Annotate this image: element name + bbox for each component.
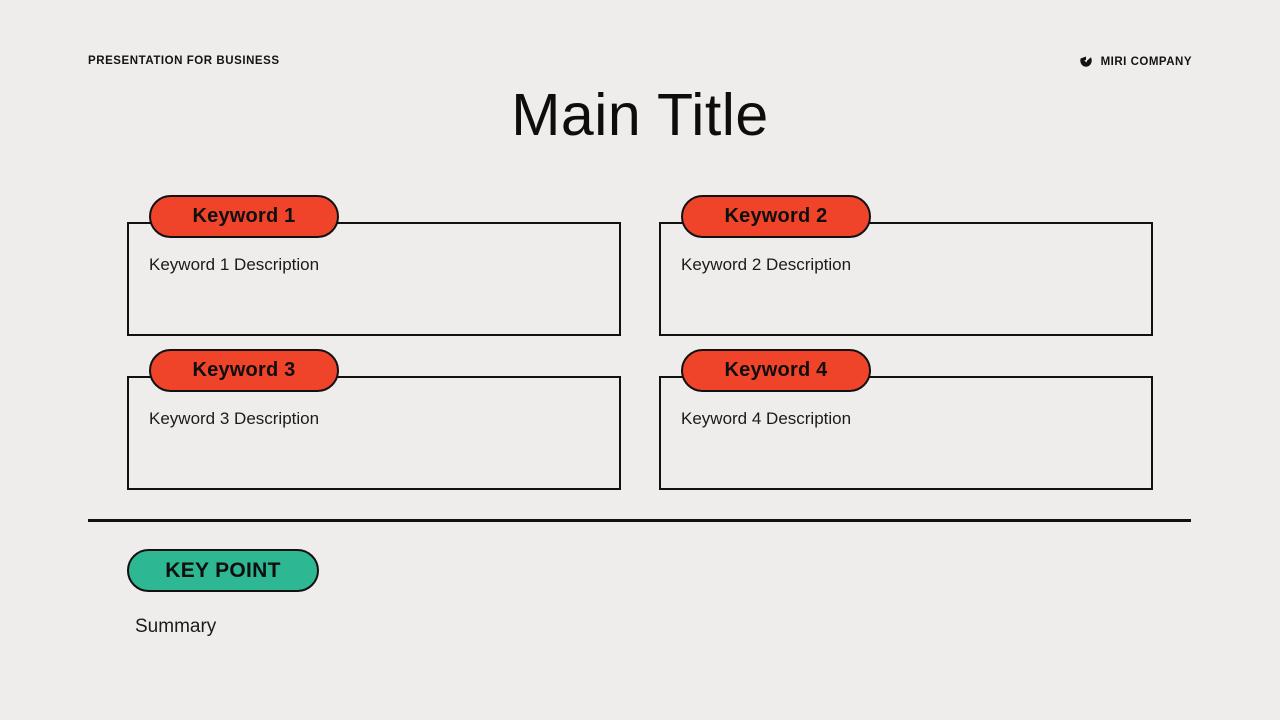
keyword-pill: Keyword 2: [681, 195, 871, 238]
brand-name-label: MIRI COMPANY: [1100, 55, 1192, 68]
summary-text: Summary: [135, 616, 217, 637]
keyword-card: Keyword 1 Keyword 1 Description: [127, 195, 621, 336]
section-divider: [88, 519, 1191, 522]
keyword-description: Keyword 4 Description: [681, 409, 852, 428]
brand-lockup: MIRI COMPANY: [1079, 54, 1192, 69]
keyword-description: Keyword 3 Description: [149, 409, 320, 428]
page-title: Main Title: [511, 82, 769, 148]
keyword-pill: Keyword 3: [149, 349, 339, 392]
slide-eyebrow-label: PRESENTATION FOR BUSINESS: [88, 55, 280, 67]
keyword-card: Keyword 3 Keyword 3 Description: [127, 349, 621, 490]
keyword-pill: Keyword 4: [681, 349, 871, 392]
keyword-card: Keyword 4 Keyword 4 Description: [659, 349, 1153, 490]
keyword-card-grid: Keyword 1 Keyword 1 Description Keyword …: [127, 195, 1153, 490]
keyword-pill: Keyword 1: [149, 195, 339, 238]
keyword-card: Keyword 2 Keyword 2 Description: [659, 195, 1153, 336]
keyword-description: Keyword 1 Description: [149, 255, 320, 274]
key-point-pill: KEY POINT: [127, 549, 319, 592]
miri-logo-mark-icon: [1079, 54, 1094, 69]
keyword-description: Keyword 2 Description: [681, 255, 852, 274]
